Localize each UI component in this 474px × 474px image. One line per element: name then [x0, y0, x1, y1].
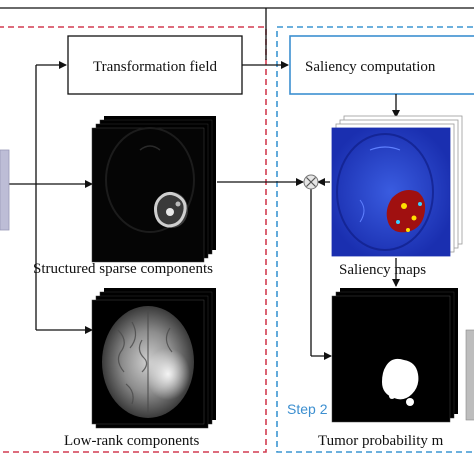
saliency-computation-box: Saliency computation — [289, 35, 474, 95]
connector-arrows — [0, 61, 400, 360]
top-connector — [0, 7, 474, 60]
right-gray-slab — [465, 329, 474, 421]
blue-dashed-region — [276, 26, 474, 453]
transformation-field-label: Transformation field — [93, 59, 218, 75]
input-volume-edge — [0, 149, 10, 231]
sparse-lesion-blob — [154, 191, 188, 228]
transformation-field-box: Transformation field — [67, 35, 243, 95]
tumor-probability-image-stack — [331, 288, 458, 423]
structured-sparse-caption: Structured sparse components — [33, 261, 213, 277]
low-rank-image-stack — [91, 288, 216, 429]
low-rank-caption: Low-rank components — [64, 433, 200, 449]
red-dashed-region — [0, 26, 267, 453]
saliency-maps-caption: Saliency maps — [339, 262, 426, 278]
structured-sparse-image-stack — [91, 116, 216, 263]
tumor-probability-blob — [382, 358, 419, 406]
saliency-tumor-region — [386, 190, 426, 233]
saliency-computation-label: Saliency computation — [305, 59, 436, 75]
tumor-probability-caption: Tumor probability m — [318, 433, 444, 449]
saliency-maps-image-stack — [331, 115, 463, 257]
circled-multiply-icon — [303, 174, 319, 190]
step-2-label: Step 2 — [287, 401, 328, 417]
